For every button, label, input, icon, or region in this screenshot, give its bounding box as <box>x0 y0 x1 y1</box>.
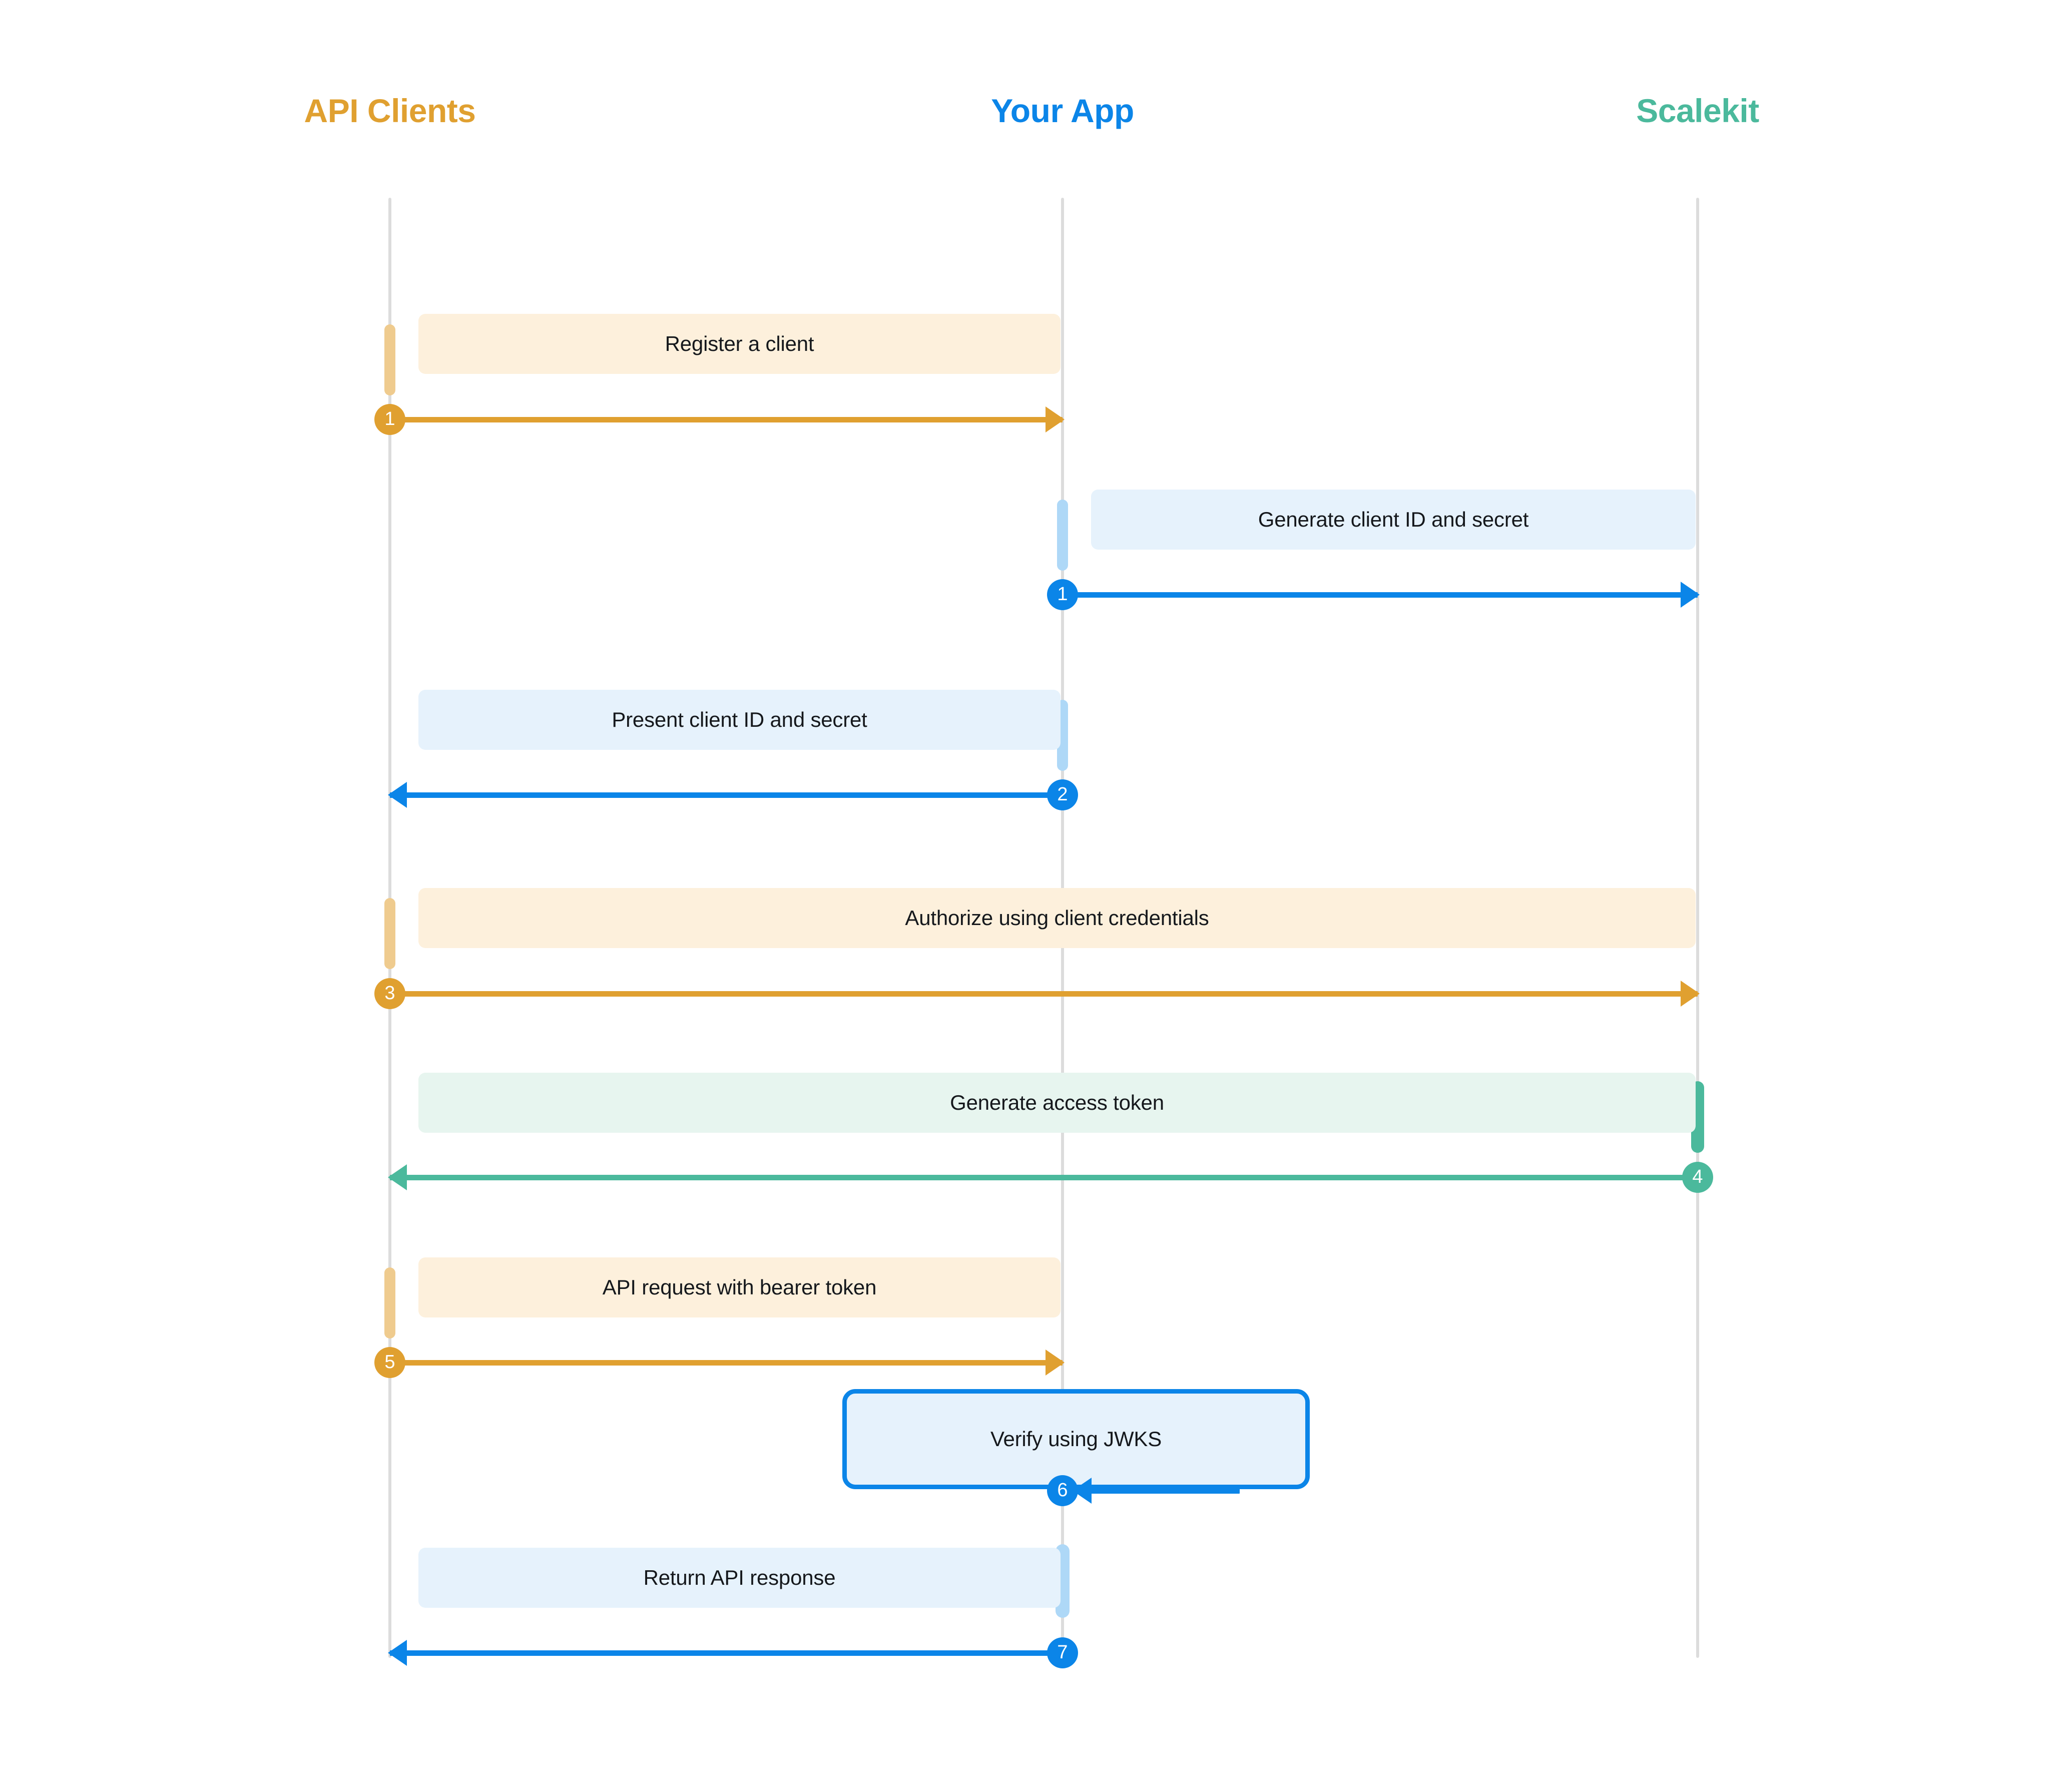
step-number-1: 1 <box>384 408 395 429</box>
activation-bar-6 <box>384 1267 395 1339</box>
arrow-head-8 <box>388 1640 407 1666</box>
message-label-1: Register a client <box>665 331 814 355</box>
arrow-head-3 <box>388 782 407 808</box>
arrow-head-6 <box>1046 1350 1065 1376</box>
step-number-7: 6 <box>1057 1480 1068 1501</box>
message-box-3[interactable]: Present client ID and secret <box>418 690 1061 750</box>
arrow-head-4 <box>1681 981 1700 1007</box>
message-label-3: Present client ID and secret <box>612 707 867 731</box>
message-label-6: API request with bearer token <box>602 1275 877 1299</box>
actor-header-your-app[interactable]: Your App <box>991 92 1134 129</box>
step-badge-8[interactable]: 7 <box>1047 1637 1078 1668</box>
message-label-2: Generate client ID and secret <box>1258 507 1529 531</box>
step-number-2: 1 <box>1057 584 1068 605</box>
arrow-line-6 <box>390 1360 1063 1366</box>
step-badge-2[interactable]: 1 <box>1047 579 1078 610</box>
step-badge-1[interactable]: 1 <box>374 404 405 435</box>
arrow-line-8 <box>390 1650 1063 1656</box>
step-number-3: 2 <box>1057 784 1068 805</box>
arrow-line-5 <box>390 1175 1698 1180</box>
activation-bar-1 <box>384 324 395 395</box>
arrow-line-7 <box>1073 1488 1240 1494</box>
lifeline-scalekit <box>1696 198 1699 1658</box>
activation-bar-2 <box>1057 500 1068 571</box>
message-label-8: Return API response <box>643 1565 836 1589</box>
message-label-4: Authorize using client credentials <box>905 906 1209 930</box>
arrow-line-4 <box>390 991 1698 997</box>
step-number-8: 7 <box>1057 1642 1068 1663</box>
message-box-2[interactable]: Generate client ID and secret <box>1091 490 1696 550</box>
arrow-line-1 <box>390 417 1063 422</box>
arrow-line-2 <box>1063 592 1698 598</box>
message-box-8[interactable]: Return API response <box>418 1548 1061 1608</box>
step-number-5: 4 <box>1692 1166 1703 1187</box>
arrow-line-3 <box>390 792 1063 798</box>
message-label-5: Generate access token <box>950 1090 1164 1114</box>
message-box-6[interactable]: API request with bearer token <box>418 1257 1061 1317</box>
arrow-head-2 <box>1681 582 1700 608</box>
step-badge-6[interactable]: 5 <box>374 1347 405 1378</box>
step-badge-4[interactable]: 3 <box>374 978 405 1009</box>
step-badge-3[interactable]: 2 <box>1047 779 1078 810</box>
step-badge-7[interactable]: 6 <box>1047 1475 1078 1506</box>
actor-header-scalekit[interactable]: Scalekit <box>1636 92 1759 129</box>
step-number-4: 3 <box>384 983 395 1004</box>
arrow-head-1 <box>1046 406 1065 432</box>
arrow-head-5 <box>388 1164 407 1190</box>
message-box-7[interactable]: Verify using JWKS <box>842 1389 1310 1489</box>
message-box-4[interactable]: Authorize using client credentials <box>418 888 1696 948</box>
actor-header-api-clients[interactable]: API Clients <box>304 92 476 129</box>
message-box-1[interactable]: Register a client <box>418 314 1061 374</box>
step-number-6: 5 <box>384 1352 395 1373</box>
activation-bar-4 <box>384 898 395 969</box>
message-label-7: Verify using JWKS <box>990 1427 1162 1451</box>
message-box-5[interactable]: Generate access token <box>418 1073 1696 1133</box>
step-badge-5[interactable]: 4 <box>1682 1162 1713 1193</box>
